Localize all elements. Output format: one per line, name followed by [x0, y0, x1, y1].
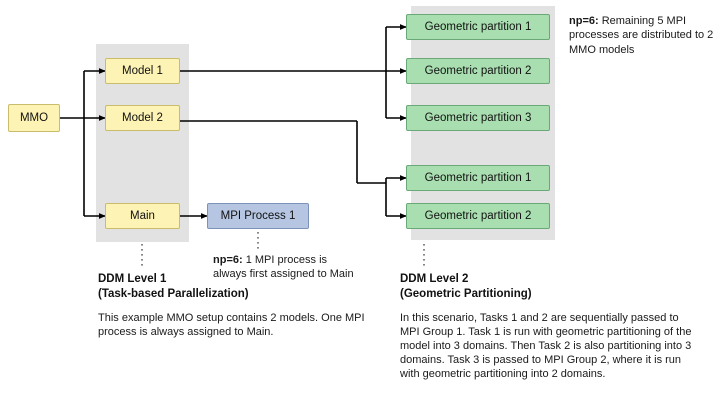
- node-main[interactable]: Main: [105, 203, 180, 229]
- node-model-1[interactable]: Model 1: [105, 58, 180, 84]
- node-model-1-label: Model 1: [122, 64, 163, 77]
- level2-body: In this scenario, Tasks 1 and 2 are sequ…: [400, 312, 692, 381]
- level1-body: This example MMO setup contains 2 models…: [98, 312, 365, 339]
- level2-title: DDM Level 2 (Geometric Partitioning): [400, 272, 630, 302]
- annotation-np6-mid-text: 1 MPI process is always first assigned t…: [213, 254, 354, 281]
- node-geometric-partition-1b-label: Geometric partition 1: [424, 171, 532, 184]
- node-geometric-partition-3a-label: Geometric partition 3: [424, 111, 532, 124]
- node-geometric-partition-2a[interactable]: Geometric partition 2: [406, 58, 550, 84]
- node-geometric-partition-1b[interactable]: Geometric partition 1: [406, 165, 550, 191]
- node-mmo-label: MMO: [19, 111, 49, 124]
- level1-title: DDM Level 1 (Task-based Parallelization): [98, 272, 288, 302]
- node-model-2[interactable]: Model 2: [105, 105, 180, 131]
- annotation-np6-mid: np=6: 1 MPI process is always first assi…: [213, 253, 363, 282]
- annotation-np6-top-text: Remaining 5 MPI processes are distribute…: [569, 15, 714, 56]
- level1-title-line1: DDM Level 1: [98, 273, 167, 285]
- level1-title-line2: (Task-based Parallelization): [98, 287, 249, 300]
- node-model-2-label: Model 2: [122, 111, 163, 124]
- level2-title-line2: (Geometric Partitioning): [400, 287, 532, 300]
- annotation-np6-top: np=6: Remaining 5 MPI processes are dist…: [569, 14, 715, 57]
- level2-title-line1: DDM Level 2: [400, 273, 469, 285]
- node-geometric-partition-1a-label: Geometric partition 1: [424, 20, 532, 33]
- node-geometric-partition-2b[interactable]: Geometric partition 2: [406, 203, 550, 229]
- node-geometric-partition-1a[interactable]: Geometric partition 1: [406, 14, 550, 40]
- node-main-label: Main: [130, 209, 155, 222]
- node-geometric-partition-3a[interactable]: Geometric partition 3: [406, 105, 550, 131]
- annotation-np6-top-bold: np=6:: [569, 15, 599, 27]
- node-mpi-process-1[interactable]: MPI Process 1: [207, 203, 309, 229]
- node-geometric-partition-2b-label: Geometric partition 2: [424, 209, 532, 222]
- node-geometric-partition-2a-label: Geometric partition 2: [424, 64, 532, 77]
- annotation-np6-mid-bold: np=6:: [213, 254, 243, 266]
- node-mmo[interactable]: MMO: [8, 104, 60, 132]
- node-mpi-process-1-label: MPI Process 1: [220, 209, 296, 222]
